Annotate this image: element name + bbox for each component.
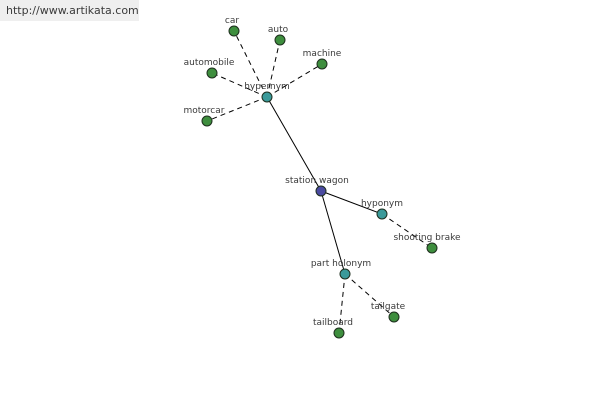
node-label-station-wagon: station wagon (285, 176, 349, 186)
nodes-layer (201, 25, 438, 339)
labels-layer: station wagon hypernym hyponym part holonym… (184, 16, 461, 328)
node-shooting-brake[interactable] (426, 242, 438, 254)
node-label-automobile: automobile (184, 58, 235, 68)
node-label-car: car (225, 16, 239, 26)
node-tailboard[interactable] (333, 327, 345, 339)
edge-hypernym-to-car (233, 30, 268, 98)
node-label-tailgate: tailgate (371, 302, 406, 312)
node-motorcar[interactable] (201, 115, 213, 127)
node-label-hypernym: hypernym (244, 82, 290, 92)
node-label-machine: machine (303, 49, 342, 59)
node-automobile[interactable] (206, 67, 218, 79)
edge-hypernym-to-machine (266, 63, 323, 98)
node-label-auto: auto (268, 25, 289, 35)
edge-part-holonym-to-tailgate (344, 273, 395, 318)
edge-station-wagon-to-hypernym (266, 96, 322, 192)
node-car[interactable] (228, 25, 240, 37)
node-label-shooting-brake: shooting brake (393, 233, 461, 243)
node-label-motorcar: motorcar (184, 106, 225, 116)
node-part-holonym[interactable] (339, 268, 351, 280)
edge-station-wagon-to-hyponym (320, 190, 383, 215)
node-auto[interactable] (274, 34, 286, 46)
node-hypernym[interactable] (261, 91, 273, 103)
edge-hypernym-to-automobile (211, 72, 268, 98)
edges-layer (206, 30, 433, 334)
node-label-tailboard: tailboard (313, 318, 353, 328)
node-station-wagon[interactable] (315, 185, 327, 197)
edge-hypernym-to-auto (266, 39, 281, 98)
edge-hyponym-to-shooting-brake (381, 213, 433, 249)
edge-part-holonym-to-tailboard (338, 273, 346, 334)
node-hyponym[interactable] (376, 208, 388, 220)
edge-hypernym-to-motorcar (206, 96, 268, 122)
node-tailgate[interactable] (388, 311, 400, 323)
node-machine[interactable] (316, 58, 328, 70)
node-label-hyponym: hyponym (361, 199, 403, 209)
edge-station-wagon-to-part-holonym (320, 190, 346, 275)
watermark-url: http://www.artikata.com (0, 0, 139, 21)
node-label-part-holonym: part holonym (311, 259, 371, 269)
